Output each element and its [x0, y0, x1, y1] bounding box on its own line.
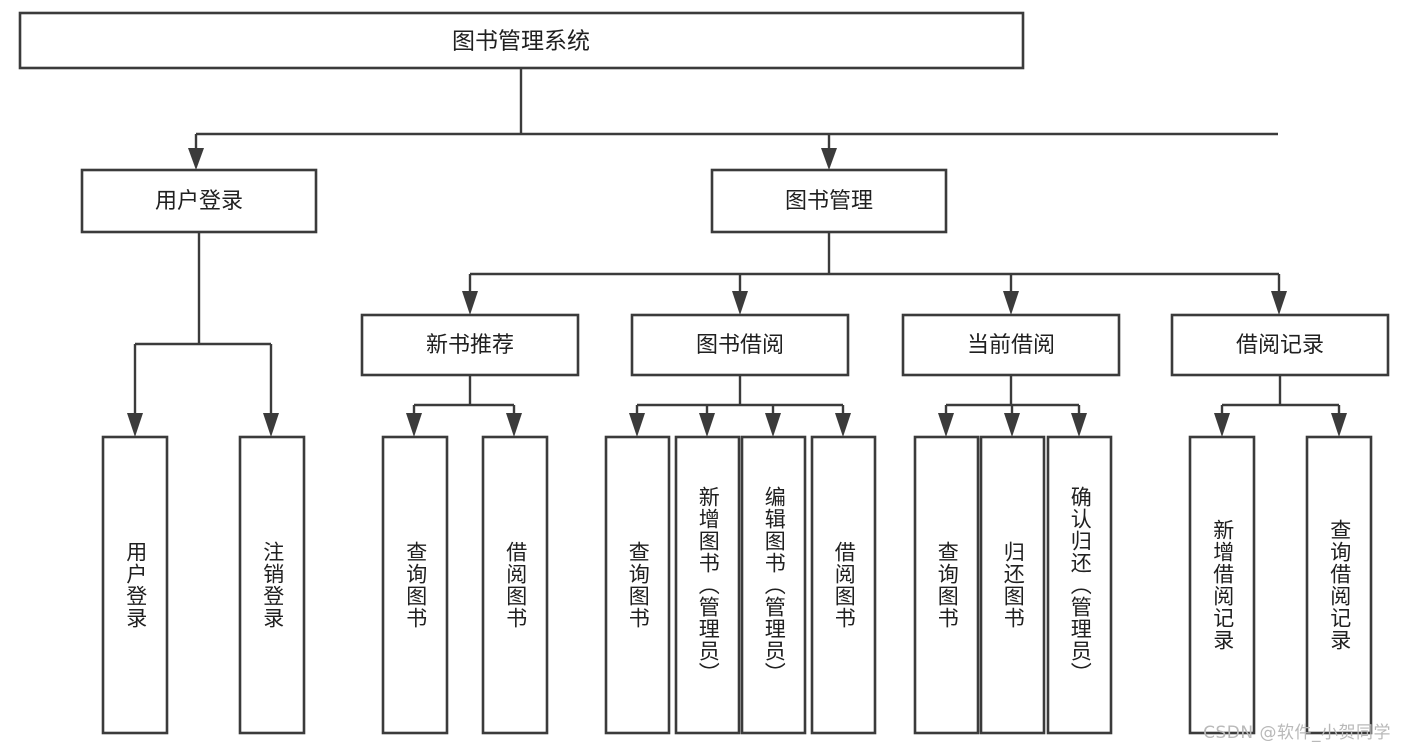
arrow-leaf-confirm-return	[1071, 413, 1087, 437]
arrow-to-user-login	[188, 148, 204, 170]
current-borrow-box[interactable]	[901, 313, 1121, 377]
root-box[interactable]	[18, 11, 1025, 70]
arrow-leaf-borrow-book-2	[835, 413, 851, 437]
connector-borrow-record-to-leaves	[1214, 375, 1347, 437]
leaf-box-query-book-1[interactable]	[381, 435, 449, 735]
leaf-box-query-book-2[interactable]	[604, 435, 671, 735]
node-current-borrow[interactable]: 当前借阅	[901, 313, 1121, 377]
arrow-leaf-edit-book	[765, 413, 781, 437]
csdn-watermark: CSDN @软件_小贺同学	[1203, 723, 1391, 743]
borrow-record-label: 借阅记录	[1236, 333, 1324, 358]
leaf-box-borrow-book-2[interactable]	[810, 435, 877, 735]
connector-current-borrow-to-leaves	[938, 375, 1087, 437]
arrow-leaf-return-book	[1004, 413, 1020, 437]
arrow-leaf-add-record	[1214, 413, 1230, 437]
new-book-recommend-box[interactable]	[360, 313, 580, 377]
node-user-login[interactable]: 用户登录	[80, 168, 318, 234]
arrow-leaf-add-book	[699, 413, 715, 437]
node-book-borrow[interactable]: 图书借阅	[630, 313, 850, 377]
arrow-to-book-borrow	[732, 291, 748, 315]
arrow-to-current-borrow	[1003, 291, 1019, 315]
leaf-box-borrow-book-1[interactable]	[481, 435, 549, 735]
connector-root-to-level1	[188, 68, 1278, 170]
leaf-box-return-book[interactable]	[979, 435, 1046, 735]
user-login-box[interactable]	[80, 168, 318, 234]
node-new-book-recommend[interactable]: 新书推荐	[360, 313, 580, 377]
book-borrow-label: 图书借阅	[696, 333, 784, 358]
arrow-leaf-logout	[263, 413, 279, 437]
leaf-box-query-book-3[interactable]	[913, 435, 980, 735]
node-book-manage[interactable]: 图书管理	[710, 168, 948, 234]
leaf-box-add-record[interactable]	[1188, 435, 1256, 735]
leaf-box-query-record[interactable]	[1305, 435, 1373, 735]
connector-new-book-to-leaves	[406, 375, 522, 437]
leaf-box-logout[interactable]	[238, 435, 306, 735]
arrow-leaf-query-record	[1331, 413, 1347, 437]
leaf-box-user-login[interactable]	[101, 435, 169, 735]
node-borrow-record[interactable]: 借阅记录	[1170, 313, 1390, 377]
user-login-label: 用户登录	[155, 189, 243, 214]
arrow-leaf-query-book-1	[406, 413, 422, 437]
arrow-leaf-borrow-book-1	[506, 413, 522, 437]
book-manage-label: 图书管理	[785, 189, 873, 214]
connector-book-manage-to-level2	[462, 232, 1287, 315]
root-label: 图书管理系统	[452, 29, 590, 55]
new-book-recommend-label: 新书推荐	[426, 333, 514, 358]
node-root[interactable]: 图书管理系统	[18, 11, 1025, 70]
connector-book-borrow-to-leaves	[629, 375, 851, 437]
leaf-box-edit-book[interactable]	[740, 435, 807, 735]
leaf-box-add-book[interactable]	[674, 435, 741, 735]
arrow-leaf-query-book-2	[629, 413, 645, 437]
arrow-to-book-manage	[821, 148, 837, 170]
arrow-leaf-query-book-3	[938, 413, 954, 437]
arrow-to-borrow-record	[1271, 291, 1287, 315]
arrow-to-new-book	[462, 291, 478, 315]
connector-user-login-to-leaves	[127, 232, 279, 437]
current-borrow-label: 当前借阅	[967, 333, 1055, 358]
arrow-leaf-user-login	[127, 413, 143, 437]
leaf-box-confirm-return[interactable]	[1046, 435, 1113, 735]
